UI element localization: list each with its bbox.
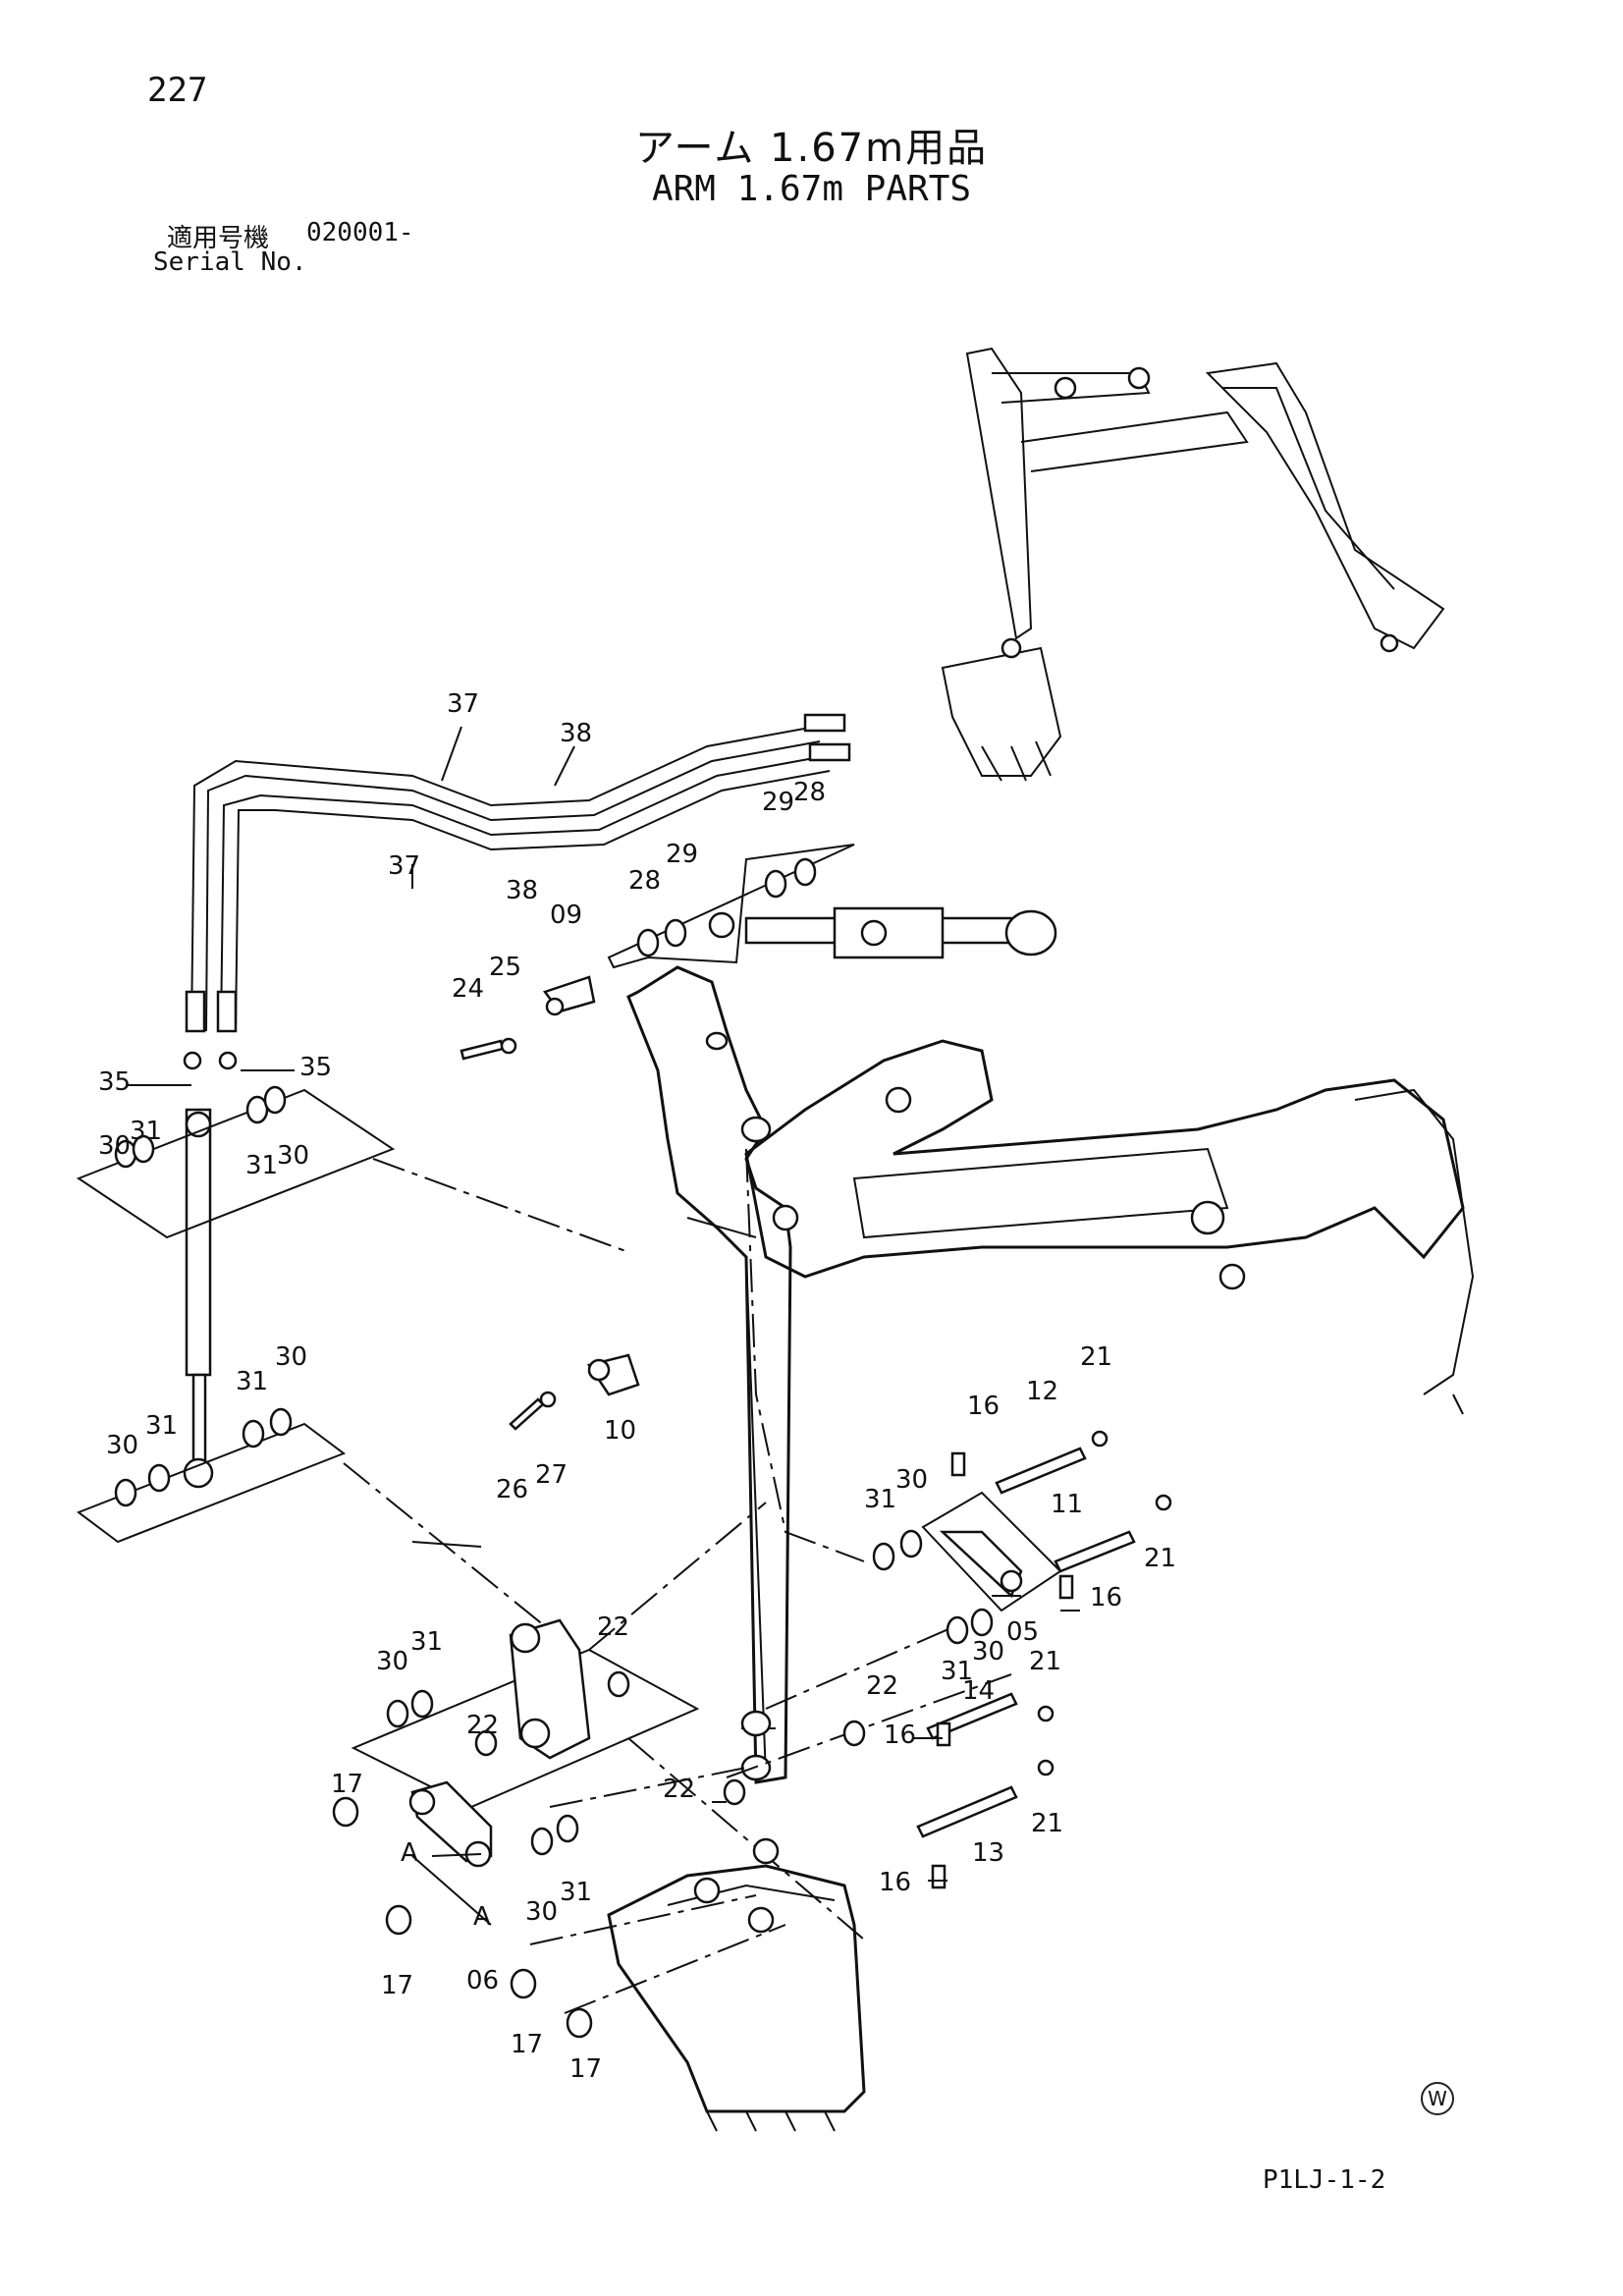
label-28-right: 28 xyxy=(793,778,826,807)
footer-code: P1LJ-1-2 xyxy=(1263,2165,1386,2195)
hoses xyxy=(185,713,851,1033)
label-22-c: 22 xyxy=(866,1671,898,1701)
label-16-a: 16 xyxy=(967,1392,1000,1421)
arm-structure xyxy=(626,965,792,1784)
label-37-lower: 37 xyxy=(388,851,420,881)
label-24: 24 xyxy=(452,974,484,1004)
label-13: 13 xyxy=(972,1838,1004,1868)
label-16-b: 16 xyxy=(1090,1583,1122,1613)
label-25: 25 xyxy=(489,953,521,982)
part-labels: 37 37 38 38 28 28 29 29 09 24 25 35 35 3… xyxy=(98,689,1176,2084)
serial-label-japanese: 適用号機 xyxy=(167,224,270,253)
label-06: 06 xyxy=(466,1966,499,1995)
label-17-c: 17 xyxy=(511,2030,543,2059)
label-30-f: 30 xyxy=(972,1637,1004,1667)
pins xyxy=(916,1430,1172,1889)
label-12: 12 xyxy=(1026,1377,1058,1406)
label-09: 09 xyxy=(550,901,582,930)
label-31-f: 31 xyxy=(941,1657,973,1686)
label-17-d: 17 xyxy=(569,2054,602,2084)
label-31-a: 31 xyxy=(130,1117,162,1146)
overview-excavator-sketch xyxy=(941,347,1445,782)
label-29-left: 29 xyxy=(666,840,698,869)
title-japanese: アーム 1.67m用品 xyxy=(634,126,989,171)
label-37-upper: 37 xyxy=(447,689,479,719)
label-31-g: 31 xyxy=(410,1627,443,1657)
label-35-right: 35 xyxy=(299,1053,332,1082)
w-circle-mark: W xyxy=(1421,2082,1454,2115)
link-parts xyxy=(408,975,1023,1868)
label-38-upper: 38 xyxy=(560,719,592,748)
label-22-d: 22 xyxy=(663,1775,695,1804)
label-10: 10 xyxy=(604,1416,636,1446)
label-31-b: 31 xyxy=(245,1151,278,1180)
page-number: 227 xyxy=(147,71,208,110)
centerlines xyxy=(343,1148,1012,2014)
label-05: 05 xyxy=(1006,1617,1039,1647)
label-31-h: 31 xyxy=(560,1878,592,1907)
label-21-d: 21 xyxy=(1031,1809,1063,1838)
label-17-a: 17 xyxy=(331,1770,363,1799)
label-16-c: 16 xyxy=(884,1721,916,1750)
title-english: ARM 1.67m PARTS xyxy=(651,169,972,209)
label-30-d: 30 xyxy=(106,1431,138,1460)
label-22-a: 22 xyxy=(597,1613,629,1642)
arm-cylinder xyxy=(183,1051,238,1489)
label-38-lower: 38 xyxy=(506,876,538,905)
label-35-left: 35 xyxy=(98,1067,131,1097)
label-28-left: 28 xyxy=(628,866,661,896)
label-A-a: A xyxy=(401,1838,418,1868)
label-14: 14 xyxy=(962,1676,995,1706)
label-30-e: 30 xyxy=(895,1465,928,1495)
label-30-g: 30 xyxy=(376,1647,408,1676)
label-16-d: 16 xyxy=(879,1868,911,1897)
bucket xyxy=(607,1837,866,2132)
boom-structure xyxy=(744,1039,1475,1415)
label-21-c: 21 xyxy=(1029,1647,1061,1676)
label-30-a: 30 xyxy=(98,1131,131,1161)
label-21-a: 21 xyxy=(1080,1342,1112,1372)
label-31-d: 31 xyxy=(145,1411,178,1441)
label-17-b: 17 xyxy=(381,1971,413,2000)
washers xyxy=(114,857,994,2039)
label-11: 11 xyxy=(1051,1490,1083,1519)
serial-label-english: Serial No. xyxy=(153,247,307,277)
label-31-e: 31 xyxy=(864,1485,896,1514)
bucket-cylinder xyxy=(708,906,1057,959)
label-A-b: A xyxy=(473,1902,491,1932)
serial-number-value: 020001- xyxy=(306,218,414,247)
label-30-c: 30 xyxy=(275,1342,307,1372)
label-21-b: 21 xyxy=(1144,1544,1176,1573)
label-30-h: 30 xyxy=(525,1897,558,1927)
leader-lines xyxy=(128,726,1080,1926)
label-26: 26 xyxy=(496,1475,528,1504)
label-30-b: 30 xyxy=(277,1141,309,1171)
bolts xyxy=(460,1037,557,1431)
label-29-right: 29 xyxy=(762,788,794,817)
label-31-c: 31 xyxy=(236,1367,268,1396)
label-22-b: 22 xyxy=(466,1711,499,1740)
label-27: 27 xyxy=(535,1460,568,1490)
